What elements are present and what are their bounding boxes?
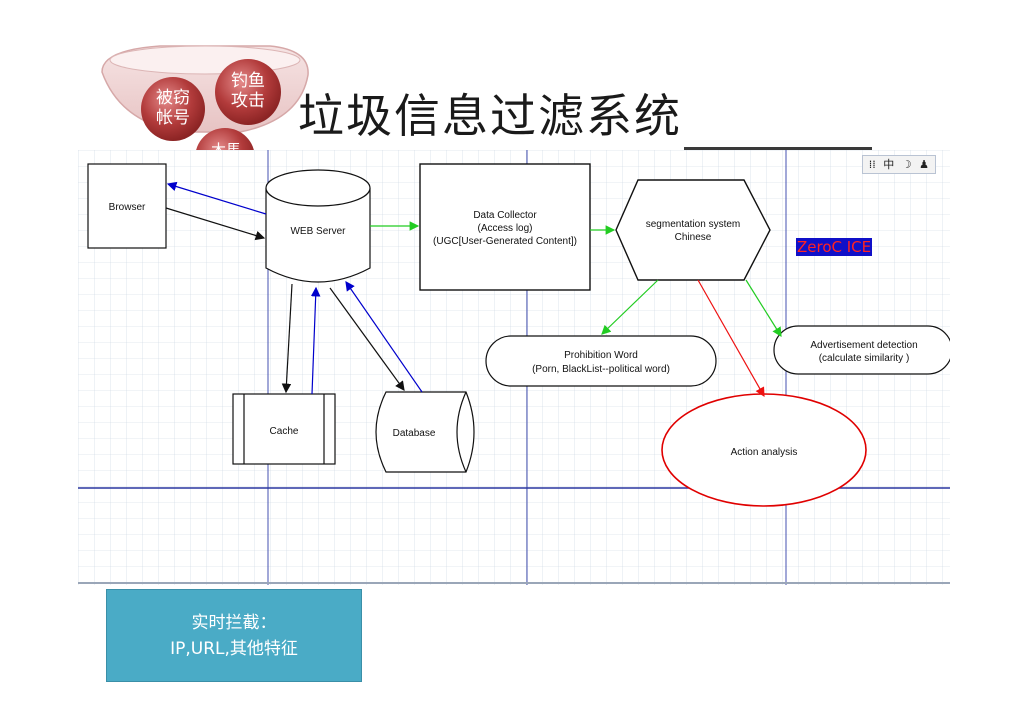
advertisement-label: Advertisement detection	[810, 340, 917, 351]
callout-line1: 实时拦截：	[191, 612, 277, 633]
bubble-bowl	[101, 45, 309, 188]
diagram-canvas: Browser WEB Server Data Collector (Acces…	[78, 150, 950, 585]
data-collector-sublabel: (UGC[User-Generated Content])	[433, 236, 577, 247]
browser-label: Browser	[109, 202, 146, 213]
cache-node	[232, 393, 336, 465]
ime-handle-icon[interactable]: ⁞⁞	[868, 158, 876, 171]
ime-language-toggle[interactable]: 中	[883, 158, 895, 171]
browser-node	[87, 163, 167, 249]
moon-icon[interactable]: ☽	[901, 158, 912, 171]
arrow-server-to-browser	[166, 181, 267, 215]
arrow-server-to-cache	[281, 283, 293, 394]
segmentation-node	[615, 179, 771, 281]
bubble-graphic: 被窃 帐号 钓鱼 攻击 木馬	[100, 40, 315, 188]
callout-line2: IP,URL,其他特征	[170, 638, 298, 659]
bubble-label-stolen-account: 被窃 帐号	[156, 88, 190, 128]
web-server-label: WEB Server	[290, 226, 346, 237]
web-server-node	[265, 169, 371, 283]
arrow-segmentation-to-prohibition	[601, 279, 659, 335]
realtime-intercept-callout: 实时拦截： IP,URL,其他特征	[106, 589, 362, 682]
database-node	[375, 391, 475, 473]
arrow-server-to-database	[329, 287, 405, 391]
advertisement-node	[773, 325, 950, 375]
data-collector-node	[419, 163, 591, 291]
data-collector-sublabel: (Access log)	[477, 223, 532, 234]
slide-title: 垃圾信息过滤系统	[298, 89, 682, 143]
prohibition-label: Prohibition Word	[564, 350, 638, 361]
segmentation-label: segmentation system	[646, 219, 741, 230]
arrow-segmentation-to-action	[697, 279, 765, 398]
zeroc-ice-label: ZeroC ICE	[796, 238, 873, 256]
prohibition-sublabel: (Porn, BlackList--political word)	[532, 364, 670, 375]
advertisement-sublabel: (calculate similarity )	[819, 353, 910, 364]
arrow-cache-to-server	[310, 286, 321, 395]
user-icon[interactable]: ♟	[919, 158, 929, 171]
arrow-segmentation-to-advertisement	[745, 279, 782, 338]
segmentation-sublabel: Chinese	[675, 232, 712, 243]
cache-label: Cache	[270, 426, 299, 437]
arrow-browser-to-server	[165, 207, 266, 241]
data-collector-label: Data Collector	[473, 210, 537, 221]
ime-toolbar[interactable]: ⁞⁞ 中 ☽ ♟	[861, 155, 936, 174]
prohibition-node	[485, 335, 717, 387]
database-label: Database	[393, 428, 436, 439]
flow-diagram: Browser WEB Server Data Collector (Acces…	[78, 150, 950, 585]
action-analysis-label: Action analysis	[731, 447, 798, 458]
bubble-label-phishing: 钓鱼 攻击	[231, 71, 265, 111]
arrow-database-to-server	[345, 281, 423, 393]
